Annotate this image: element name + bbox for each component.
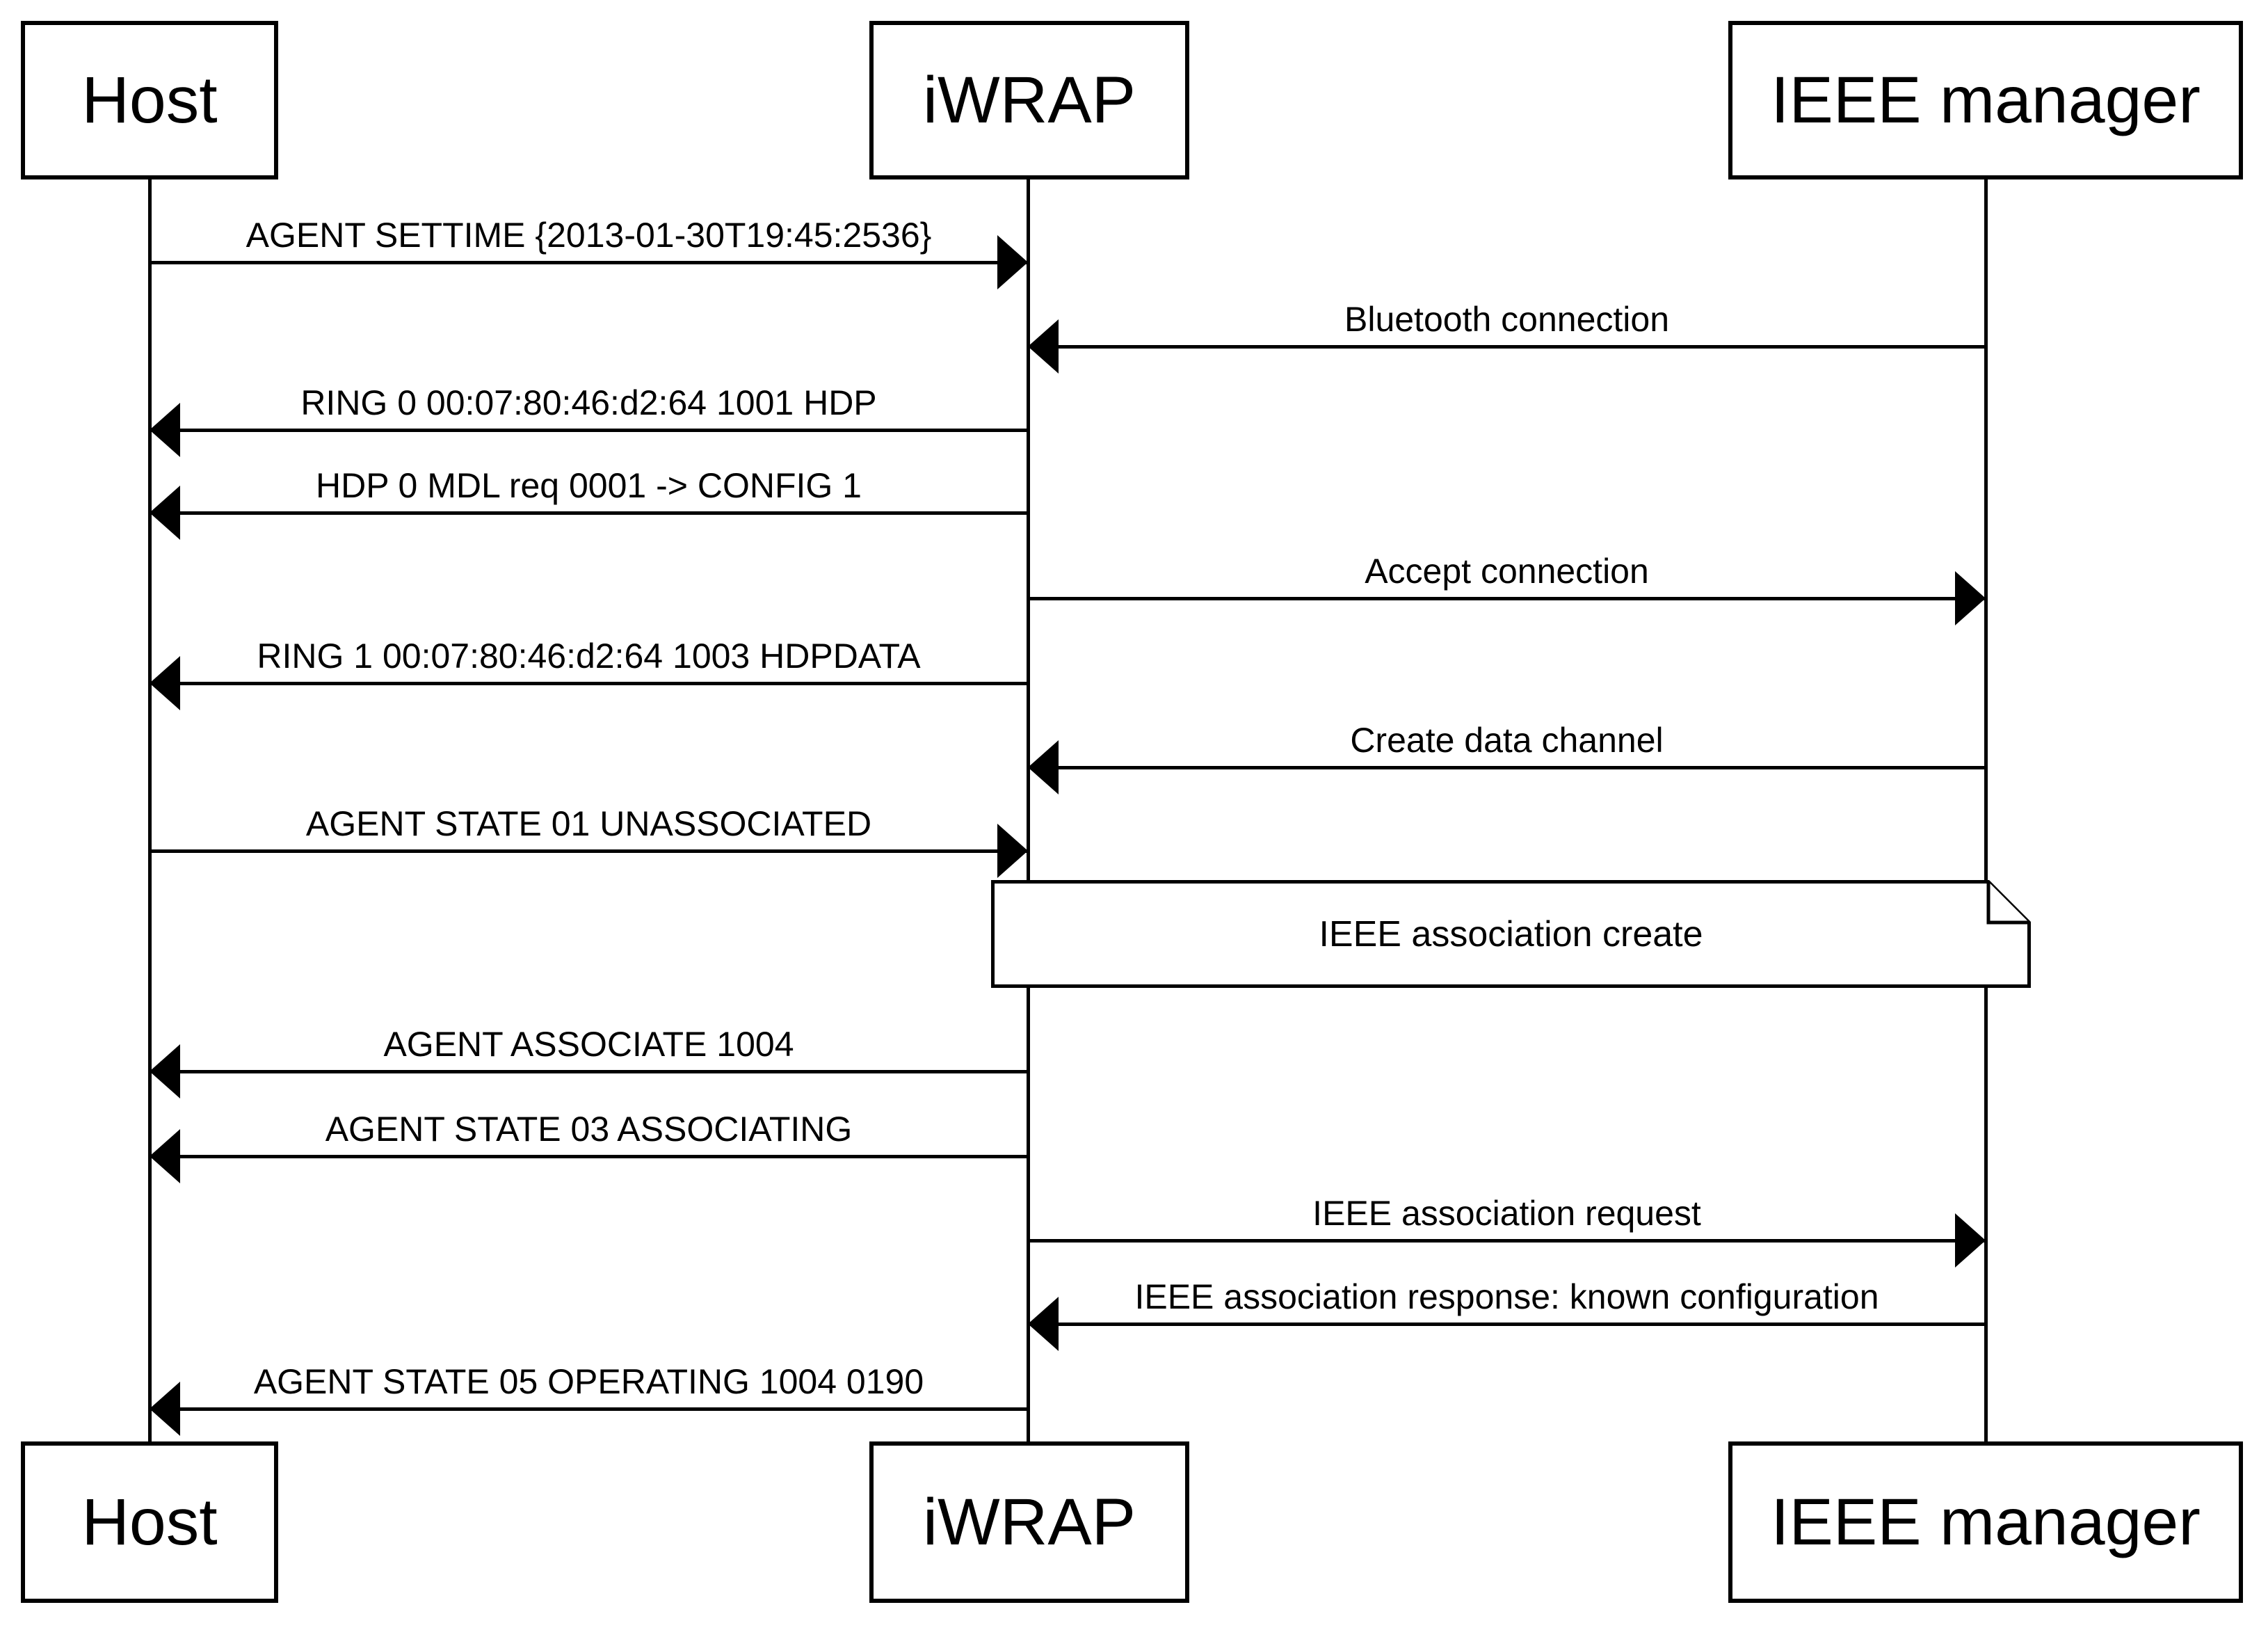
message-ieee-association-request-label: IEEE association request (1312, 1194, 1701, 1233)
actor-box-ieee-manager-bottom: IEEE manager (1728, 1441, 2243, 1603)
arrowhead-left-icon (1028, 740, 1059, 794)
message-agent-associate-label: AGENT ASSOCIATE 1004 (383, 1025, 794, 1064)
message-ieee-association-response-line (1028, 1323, 1986, 1326)
arrowhead-left-icon (150, 1129, 180, 1183)
arrowhead-right-icon (997, 824, 1028, 878)
message-accept-connection-line (1028, 597, 1986, 600)
message-hdp-mdl-req-line (150, 511, 1028, 515)
note-fold-icon (1986, 881, 2029, 925)
message-ring-1-label: RING 1 00:07:80:46:d2:64 1003 HDPDATA (257, 637, 921, 676)
arrowhead-left-icon (1028, 319, 1059, 374)
message-agent-state-03-label: AGENT STATE 03 ASSOCIATING (325, 1110, 853, 1149)
note-ieee-association-create: IEEE association create (991, 880, 2031, 988)
actor-label-ieee-manager-top: IEEE manager (1771, 63, 2201, 137)
actor-label-ieee-manager-bottom: IEEE manager (1771, 1485, 2201, 1559)
message-create-data-channel-line (1028, 766, 1986, 769)
message-agent-state-05-line (150, 1407, 1028, 1411)
message-accept-connection-label: Accept connection (1365, 552, 1649, 591)
actor-box-host-top: Host (21, 21, 278, 179)
actor-box-iwrap-bottom: iWRAP (869, 1441, 1189, 1603)
arrowhead-left-icon (150, 403, 180, 457)
message-create-data-channel-label: Create data channel (1350, 721, 1664, 760)
arrowhead-left-icon (150, 656, 180, 710)
message-agent-settime-line (150, 261, 1028, 264)
arrowhead-left-icon (150, 486, 180, 540)
message-bluetooth-connection-label: Bluetooth connection (1344, 300, 1670, 339)
message-agent-settime-label: AGENT SETTIME {2013-01-30T19:45:2536} (246, 216, 932, 255)
message-ieee-association-request-line (1028, 1239, 1986, 1243)
actor-label-host-bottom: Host (81, 1485, 218, 1559)
message-hdp-mdl-req-label: HDP 0 MDL req 0001 -> CONFIG 1 (315, 466, 862, 505)
lifeline-host (148, 179, 152, 1441)
message-bluetooth-connection-line (1028, 345, 1986, 349)
actor-label-iwrap-top: iWRAP (922, 63, 1136, 137)
lifeline-ieee-manager (1984, 179, 1988, 1441)
message-agent-state-01-label: AGENT STATE 01 UNASSOCIATED (305, 804, 872, 843)
arrowhead-right-icon (1955, 571, 1986, 625)
arrowhead-left-icon (150, 1382, 180, 1436)
actor-box-ieee-manager-top: IEEE manager (1728, 21, 2243, 179)
actor-box-host-bottom: Host (21, 1441, 278, 1603)
message-agent-state-01-line (150, 849, 1028, 853)
note-label: IEEE association create (1319, 913, 1703, 954)
arrowhead-left-icon (150, 1044, 180, 1098)
arrowhead-left-icon (1028, 1297, 1059, 1351)
lifeline-iwrap (1027, 179, 1030, 1441)
message-agent-state-03-line (150, 1155, 1028, 1158)
note-outline (991, 880, 2031, 988)
actor-label-iwrap-bottom: iWRAP (922, 1485, 1136, 1559)
message-ring-0-label: RING 0 00:07:80:46:d2:64 1001 HDP (300, 383, 877, 422)
message-ring-0-line (150, 429, 1028, 432)
actor-label-host-top: Host (81, 63, 218, 137)
arrowhead-right-icon (1955, 1213, 1986, 1268)
message-ring-1-line (150, 682, 1028, 685)
actor-box-iwrap-top: iWRAP (869, 21, 1189, 179)
message-agent-state-05-label: AGENT STATE 05 OPERATING 1004 0190 (253, 1362, 924, 1401)
message-agent-associate-line (150, 1070, 1028, 1073)
message-ieee-association-response-label: IEEE association response: known configu… (1134, 1277, 1879, 1316)
arrowhead-right-icon (997, 235, 1028, 289)
